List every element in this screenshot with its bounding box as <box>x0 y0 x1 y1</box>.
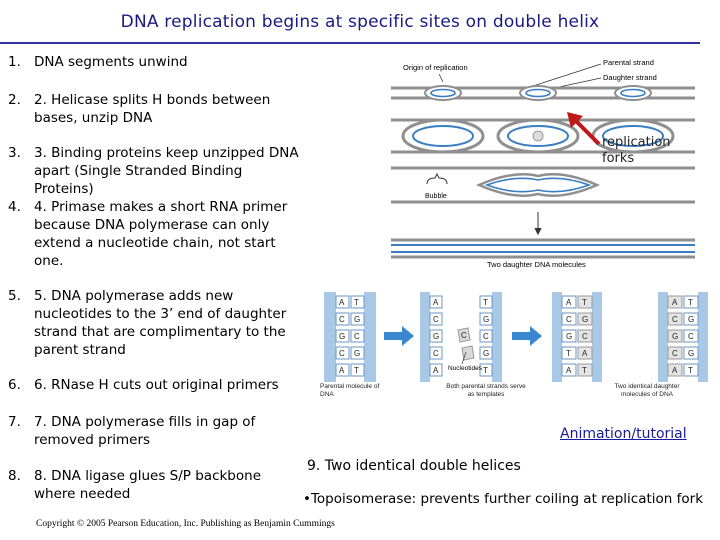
animation-tutorial-link[interactable]: Animation/tutorial <box>560 426 687 442</box>
replication-forks-label: replication forks <box>602 135 682 167</box>
svg-text:G: G <box>688 349 694 358</box>
svg-text:T: T <box>688 298 693 307</box>
svg-text:T: T <box>483 298 488 307</box>
step-number: 3. <box>8 145 21 161</box>
base-label: T <box>354 366 359 375</box>
point-9: 9. Two identical double helices <box>307 458 521 474</box>
stage-2-molecule <box>391 118 695 154</box>
separating-strands: A C G C A T G C G T C <box>420 292 502 382</box>
svg-text:T: T <box>688 366 693 375</box>
replication-bubble-figure: Origin of replication Parental strand Da… <box>391 58 695 269</box>
step-number: 2. <box>8 92 21 108</box>
step-number: 7. <box>8 414 21 430</box>
svg-text:C: C <box>672 349 678 358</box>
templates-caption: Both parental strands serve as templates <box>446 383 526 398</box>
slide-title: DNA replication begins at specific sites… <box>120 12 600 32</box>
svg-text:G: G <box>433 332 439 341</box>
base-label: A <box>339 298 345 307</box>
base-label: T <box>582 366 587 375</box>
parental-strand-label: Parental strand <box>603 58 654 67</box>
base-label: T <box>582 298 587 307</box>
base-label: A <box>566 298 572 307</box>
parental-pointer <box>532 63 602 87</box>
stage-1-molecule <box>391 85 695 101</box>
step-number: 4. <box>8 199 21 215</box>
base-label: C <box>566 315 572 324</box>
base-label: C <box>354 332 360 341</box>
forks-text: replication forks <box>602 135 671 166</box>
base-label: A <box>339 366 345 375</box>
step-text: 4. Primase makes a short RNA primer beca… <box>34 199 288 269</box>
copyright: Copyright © 2005 Pearson Education, Inc.… <box>36 519 335 529</box>
base-label: T <box>354 298 359 307</box>
step-text: 8. DNA ligase glues S/P backbone where n… <box>34 468 261 502</box>
base-label: C <box>339 315 345 324</box>
svg-text:G: G <box>688 315 694 324</box>
bubble-label: Bubble <box>425 193 447 200</box>
step-arrow-1 <box>384 326 414 346</box>
step-arrow-2 <box>512 326 542 346</box>
svg-text:C: C <box>433 349 439 358</box>
parental-caption: Parental molecule of DNA <box>320 383 380 398</box>
fork-arrow <box>567 112 601 146</box>
step-text: 7. DNA polymerase fills in gap of remove… <box>34 414 256 448</box>
svg-text:C: C <box>433 315 439 324</box>
bubble-brace <box>426 172 448 185</box>
identical-caption: Two identical daughter molecules of DNA <box>614 383 680 398</box>
origin-label: Origin of replication <box>403 63 468 72</box>
step-number: 8. <box>8 468 21 484</box>
daughter-molecules <box>391 238 695 259</box>
step-number: 1. <box>8 54 21 70</box>
step-text: 2. Helicase splits H bonds between bases… <box>34 92 271 126</box>
svg-text:G: G <box>483 315 489 324</box>
step-text: DNA segments unwind <box>34 54 188 70</box>
svg-text:C: C <box>461 331 467 340</box>
origin-pointer <box>438 73 444 83</box>
base-label: G <box>339 332 345 341</box>
svg-text:A: A <box>672 366 678 375</box>
nucleotides-label: Nucleotides <box>448 365 483 372</box>
step-text: 5. DNA polymerase adds new nucleotides t… <box>34 288 287 358</box>
step-number: 5. <box>8 288 21 304</box>
svg-text:C: C <box>688 332 694 341</box>
svg-text:A: A <box>433 298 439 307</box>
base-label: A <box>566 366 572 375</box>
svg-text:A: A <box>433 366 439 375</box>
step-text: 3. Binding proteins keep unzipped DNA ap… <box>34 145 299 197</box>
base-label: T <box>566 349 571 358</box>
svg-text:G: G <box>483 349 489 358</box>
base-label: A <box>582 349 588 358</box>
base-label: G <box>582 315 588 324</box>
svg-text:A: A <box>672 298 678 307</box>
step-text: 6. RNase H cuts out original primers <box>34 377 279 393</box>
title-divider <box>0 42 700 44</box>
stage-3-molecule <box>391 166 695 204</box>
base-label: C <box>339 349 345 358</box>
base-label: G <box>354 315 360 324</box>
base-label: G <box>354 349 360 358</box>
two-daughter-label: Two daughter DNA molecules <box>487 260 586 269</box>
step-number: 6. <box>8 377 21 393</box>
base-label: C <box>582 332 588 341</box>
daughter-strand-label: Daughter strand <box>603 73 657 82</box>
topoisomerase-note: •Topoisomerase: prevents further coiling… <box>303 491 704 507</box>
base-label: G <box>566 332 572 341</box>
svg-text:C: C <box>672 315 678 324</box>
svg-text:G: G <box>672 332 678 341</box>
svg-text:C: C <box>483 332 489 341</box>
svg-text:T: T <box>483 366 488 375</box>
